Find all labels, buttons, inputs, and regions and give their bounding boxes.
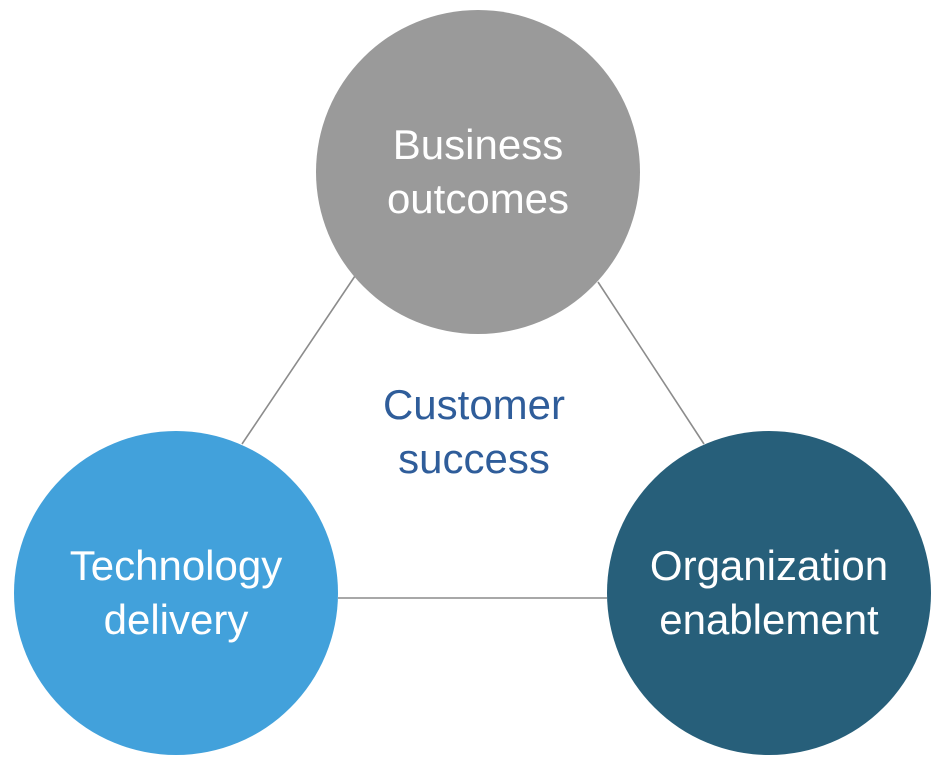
connector-business-technology [241,275,356,445]
business-outcomes-circle: Business outcomes [316,10,640,334]
organization-enablement-label: Organization enablement [649,542,889,643]
connector-business-organization [597,281,705,445]
organization-enablement-circle: Organization enablement [607,431,931,755]
business-outcomes-label: Business outcomes [386,121,570,222]
technology-delivery-label: Technology delivery [69,542,283,643]
customer-success-label: Customer success [382,381,566,482]
technology-delivery-circle: Technology delivery [14,431,338,755]
